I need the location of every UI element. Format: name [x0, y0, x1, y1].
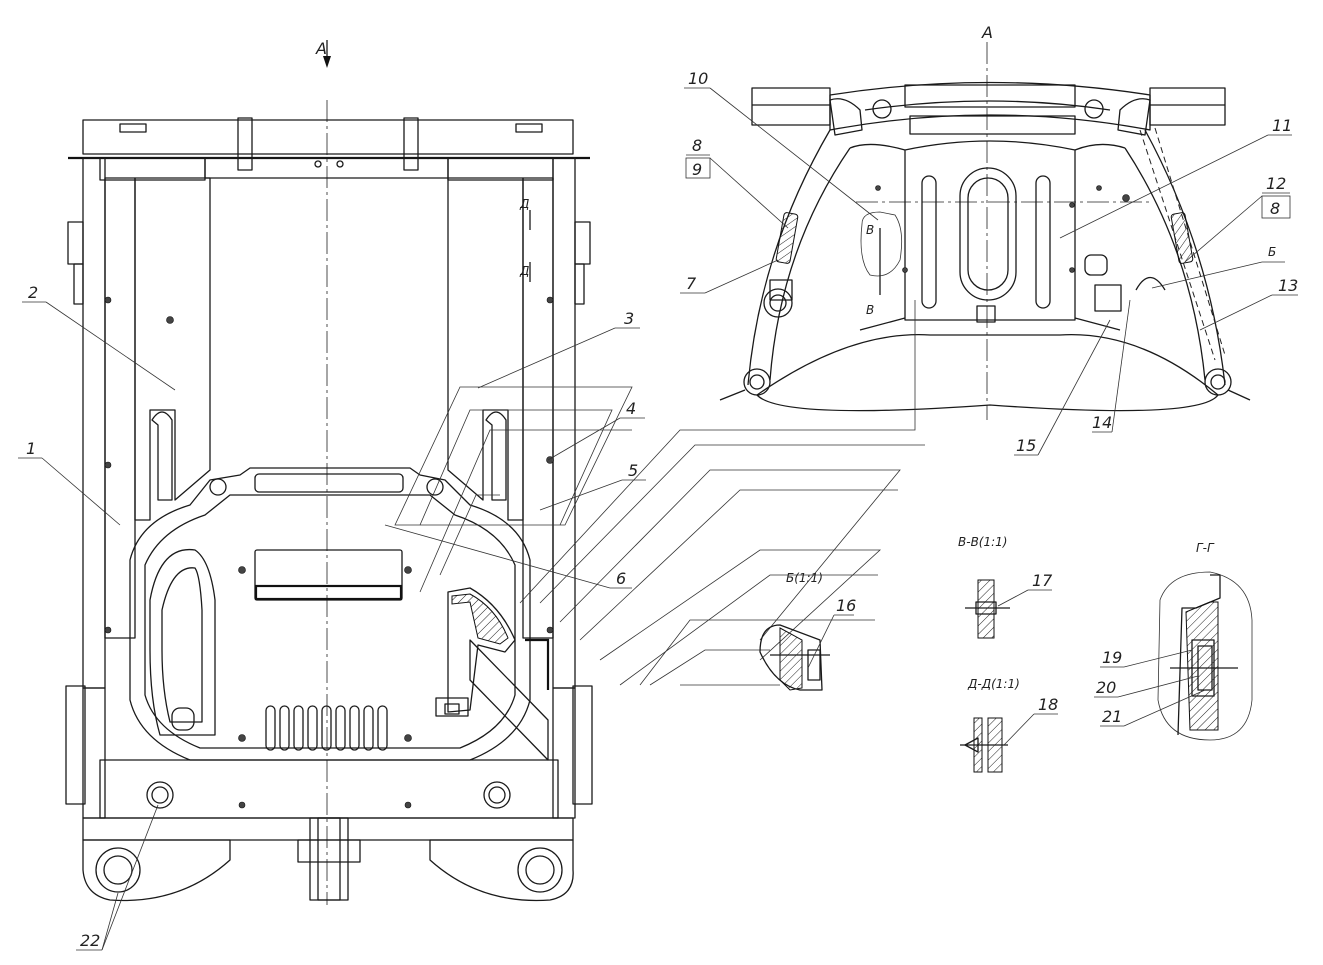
callout-1: 1: [26, 439, 36, 458]
callout-3: 3: [624, 309, 634, 328]
callout-numbers: 1 2 3 4 5 6 7 8 9 10 11 12 8 13 14 15 16…: [26, 69, 1298, 950]
detail-b-title: Б(1:1): [786, 571, 823, 585]
callout-9: 9: [692, 160, 702, 179]
section-vv: [965, 579, 1010, 639]
callout-6: 6: [616, 569, 626, 588]
section-gg-title: Г-Г: [1196, 541, 1215, 555]
section-titles: Б(1:1) В-В(1:1) Д-Д(1:1) Г-Г: [786, 535, 1215, 691]
callout-20: 20: [1096, 678, 1116, 697]
callout-5: 5: [628, 461, 638, 480]
detail-b: [759, 624, 830, 691]
callout-14: 14: [1092, 413, 1112, 432]
section-gg: [1157, 571, 1253, 741]
detail-mark-b: Б: [1268, 245, 1276, 259]
callout-17: 17: [1032, 571, 1053, 590]
callout-10: 10: [688, 69, 708, 88]
callout-leaders: [18, 87, 1298, 951]
section-vv-title: В-В(1:1): [958, 535, 1007, 549]
callout-21: 21: [1102, 707, 1122, 726]
view-marks: А А В В Б Д Д: [315, 23, 1276, 317]
section-mark-b-bottom: В: [866, 303, 874, 317]
section-dd: [960, 717, 1008, 773]
view-a: [719, 42, 1251, 420]
callout-19: 19: [1102, 648, 1122, 667]
section-mark-d-bottom: Д: [519, 264, 529, 278]
callout-13: 13: [1278, 276, 1298, 295]
callout-8-top: 8: [692, 136, 702, 155]
callout-12: 12: [1266, 174, 1286, 193]
callout-22: 22: [80, 931, 100, 950]
view-mark-a-left: А: [315, 39, 327, 58]
section-mark-d-top: Д: [519, 197, 529, 211]
section-mark-b-top: В: [866, 223, 874, 237]
callout-15: 15: [1016, 436, 1036, 455]
vent-slots: [265, 705, 388, 751]
view-mark-a-right: А: [981, 23, 993, 42]
callout-7: 7: [686, 274, 697, 293]
leader-bands: [394, 300, 925, 686]
callout-18: 18: [1038, 695, 1058, 714]
section-dd-title: Д-Д(1:1): [967, 677, 1020, 691]
cab-frame-view: [65, 40, 593, 905]
callout-11: 11: [1272, 116, 1292, 135]
callout-8-box: 8: [1270, 199, 1280, 218]
callout-2: 2: [28, 283, 38, 302]
callout-4: 4: [626, 399, 636, 418]
callout-16: 16: [836, 596, 856, 615]
